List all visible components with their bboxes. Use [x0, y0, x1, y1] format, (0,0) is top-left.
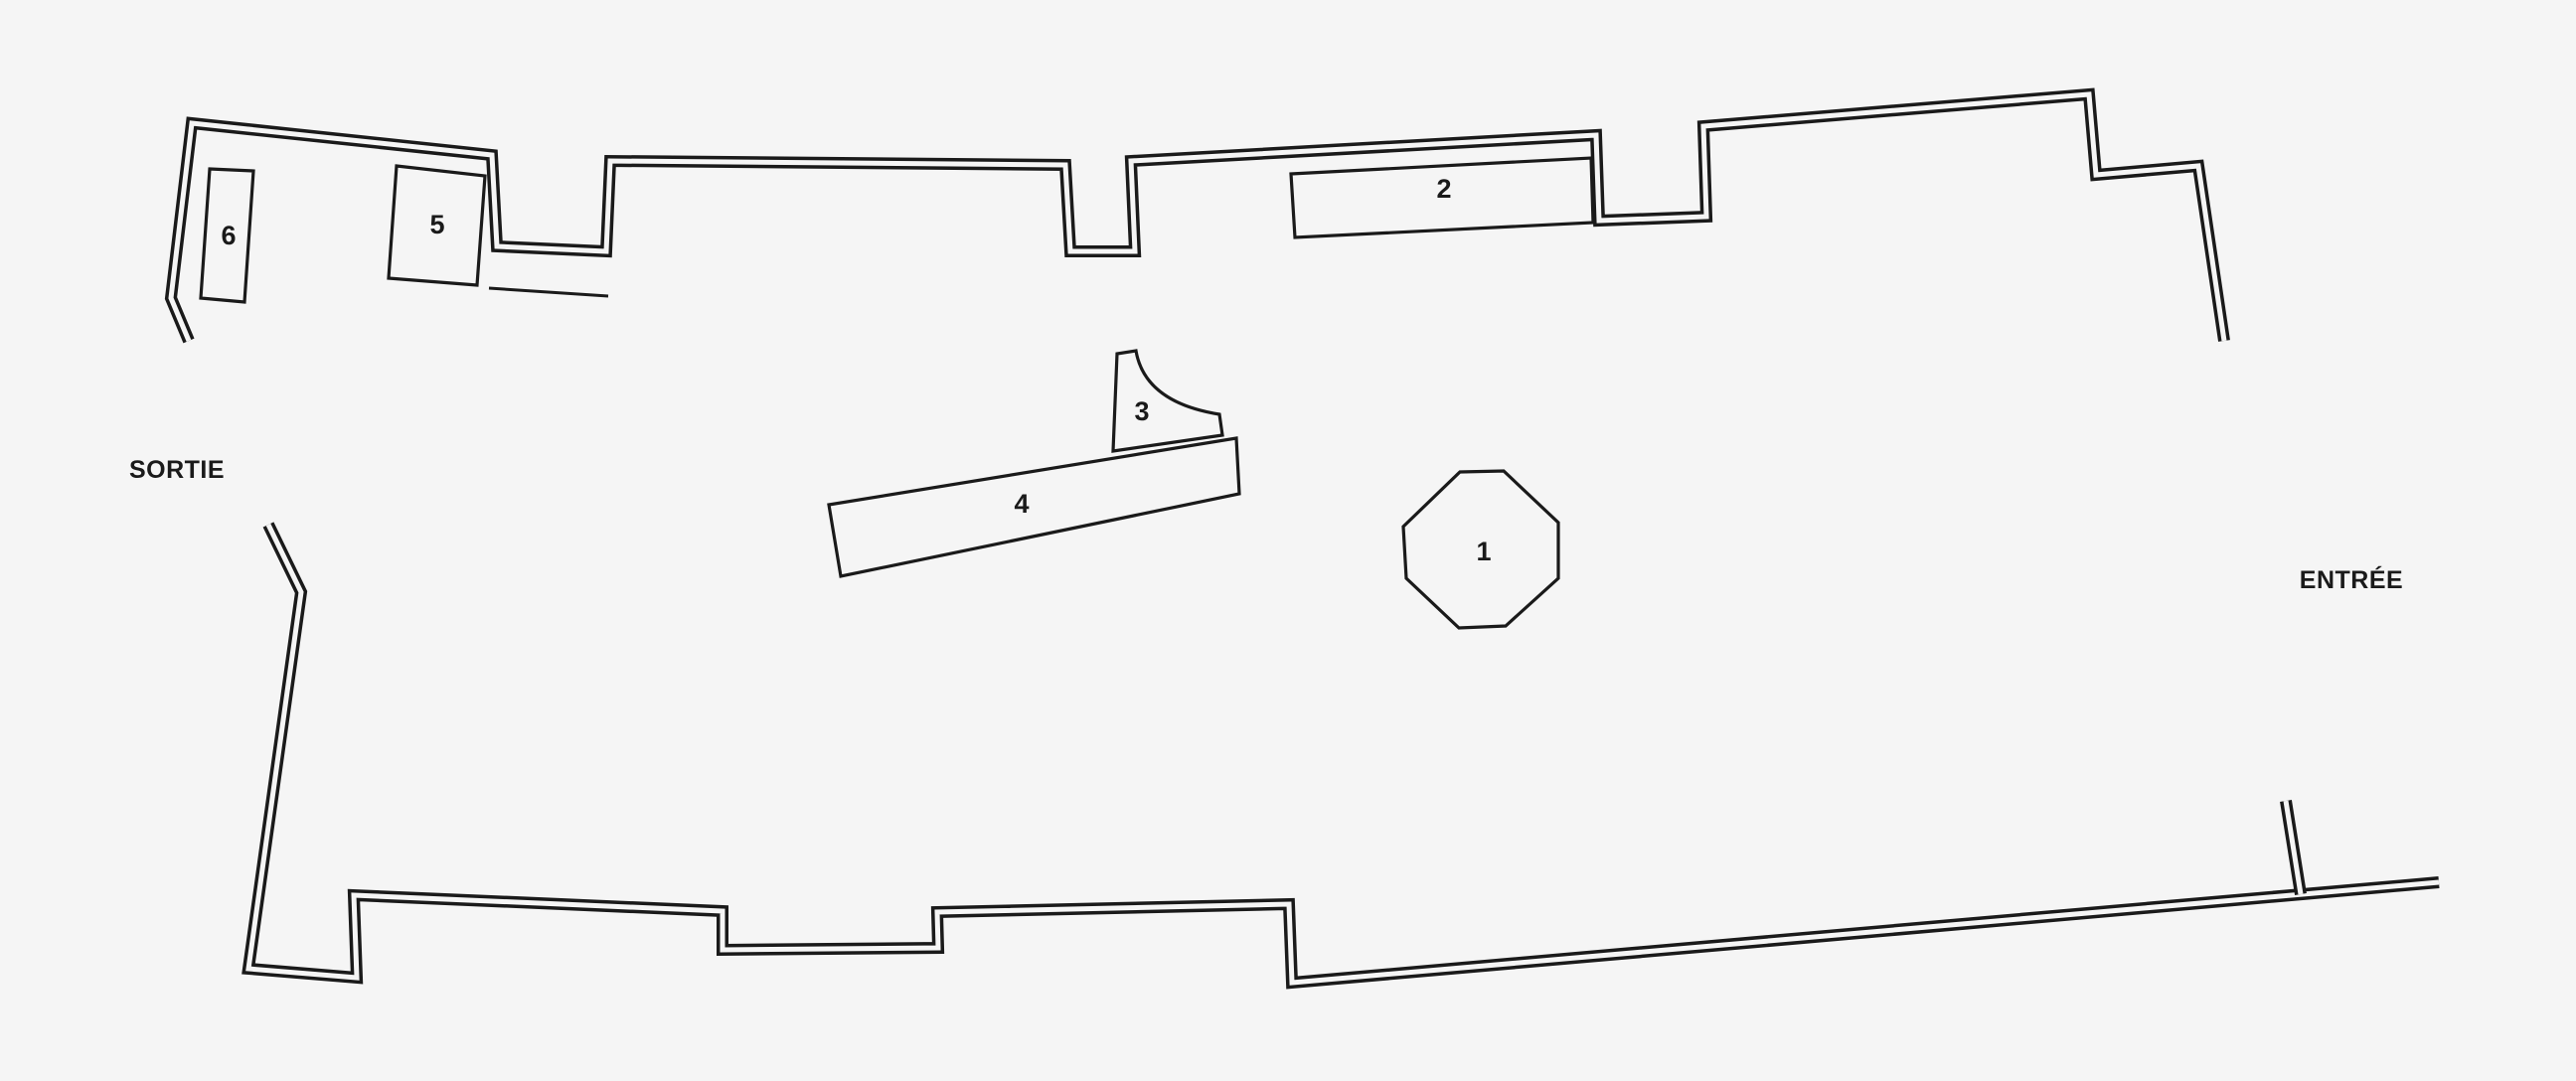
piece-1-number: 1	[1476, 537, 1491, 566]
entrance-label: ENTRÉE	[2300, 565, 2403, 594]
piece-5: 5	[387, 164, 487, 287]
piece-3-number: 3	[1134, 396, 1149, 426]
upper-wall	[164, 87, 2230, 344]
piece-4-number: 4	[1014, 489, 1029, 519]
piece-2-number: 2	[1436, 174, 1451, 204]
piece-2: 2	[1289, 156, 1595, 239]
piece-5-number: 5	[429, 210, 444, 239]
partition-line	[488, 286, 609, 298]
lower-wall	[242, 522, 2440, 990]
walls	[164, 87, 2440, 990]
exhibit-pieces: 6 5 2 3 4 1	[199, 156, 1595, 630]
piece-1: 1	[1401, 469, 1560, 630]
piece-4: 4	[827, 436, 1241, 578]
exit-label: SORTIE	[129, 456, 225, 484]
piece-3: 3	[1111, 349, 1224, 453]
door-labels: SORTIE ENTRÉE	[129, 456, 2403, 594]
piece-6: 6	[199, 167, 255, 304]
piece-6-number: 6	[221, 221, 236, 250]
entrance-jamb	[2280, 800, 2307, 895]
